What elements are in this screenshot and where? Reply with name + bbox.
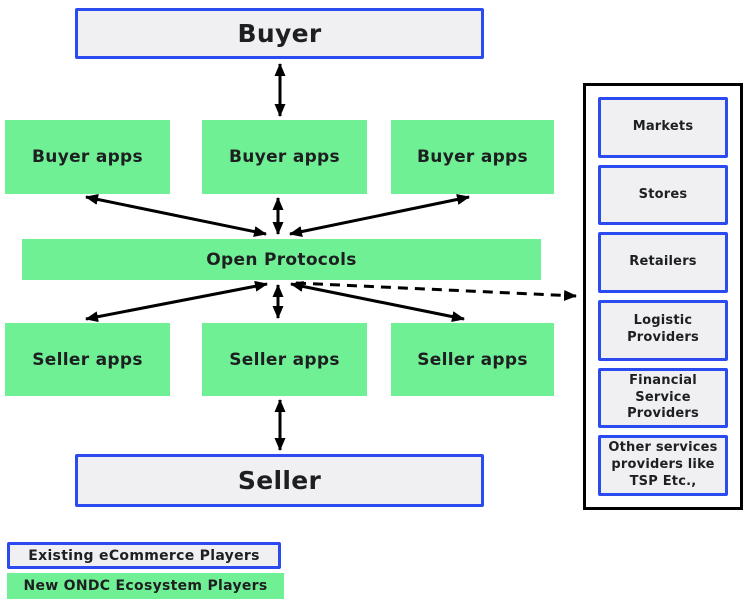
legend-new-ondc-ecosystem-players: New ONDC Ecosystem Players bbox=[7, 573, 284, 599]
buyer-apps-box-2: Buyer apps bbox=[202, 120, 367, 194]
buyer-apps-box-3: Buyer apps bbox=[391, 120, 554, 194]
seller-apps-label: Seller apps bbox=[32, 349, 143, 370]
panel-item-markets: Markets bbox=[598, 97, 728, 158]
seller-apps-label: Seller apps bbox=[417, 349, 528, 370]
arrow-protocols-ecosystem-dashed bbox=[295, 281, 577, 301]
arrow-buyerapps3-protocols bbox=[289, 194, 470, 237]
arrow-buyerapps1-protocols bbox=[85, 194, 267, 237]
open-protocols-box: Open Protocols bbox=[22, 239, 541, 280]
panel-item-label: Retailers bbox=[629, 254, 697, 270]
panel-item-label: Markets bbox=[632, 118, 694, 134]
open-protocols-label: Open Protocols bbox=[206, 249, 357, 270]
seller-apps-label: Seller apps bbox=[229, 349, 340, 370]
panel-item-logistic-providers: Logistic Providers bbox=[598, 300, 728, 361]
panel-item-label: Financial Service Providers bbox=[627, 372, 699, 422]
legend-existing-ecommerce-players: Existing eCommerce Players bbox=[7, 542, 281, 569]
buyer-box: Buyer bbox=[75, 8, 484, 59]
ecosystem-panel: Markets Stores Retailers Logistic Provid… bbox=[583, 83, 743, 510]
buyer-label: Buyer bbox=[237, 19, 322, 48]
legend-label: New ONDC Ecosystem Players bbox=[23, 578, 268, 594]
arrow-protocols-sellerapps3 bbox=[290, 280, 465, 323]
panel-item-label: Stores bbox=[638, 186, 688, 202]
panel-item-financial-service-providers: Financial Service Providers bbox=[598, 367, 728, 429]
buyer-apps-box-1: Buyer apps bbox=[5, 120, 170, 194]
panel-item-retailers: Retailers bbox=[598, 232, 728, 294]
seller-label: Seller bbox=[237, 466, 322, 495]
panel-item-stores: Stores bbox=[598, 164, 728, 226]
panel-item-label: Other services providers like TSP Etc., bbox=[608, 440, 718, 490]
arrow-protocols-sellerapps1 bbox=[85, 280, 268, 323]
seller-apps-box-1: Seller apps bbox=[5, 323, 170, 396]
seller-box: Seller bbox=[75, 454, 484, 507]
panel-item-other-services-providers: Other services providers like TSP Etc., bbox=[598, 435, 728, 497]
seller-apps-box-3: Seller apps bbox=[391, 323, 554, 396]
buyer-apps-label: Buyer apps bbox=[229, 147, 340, 167]
panel-item-label: Logistic Providers bbox=[627, 313, 699, 346]
seller-apps-box-2: Seller apps bbox=[202, 323, 367, 396]
legend-label: Existing eCommerce Players bbox=[28, 547, 260, 564]
buyer-apps-label: Buyer apps bbox=[417, 147, 528, 167]
buyer-apps-label: Buyer apps bbox=[32, 147, 143, 167]
